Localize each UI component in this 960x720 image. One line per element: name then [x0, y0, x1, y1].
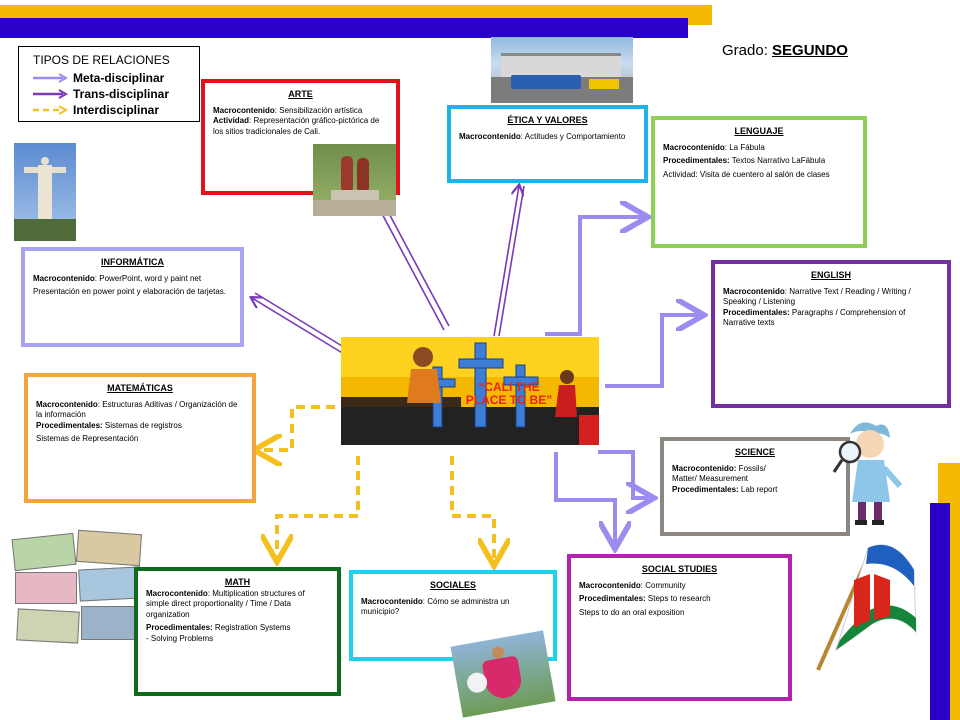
science-l2-val: Lab report — [738, 484, 778, 494]
matematicas-box: MATEMÁTICAS Macrocontenido: Estructuras … — [24, 373, 256, 503]
etica-title: ÉTICA Y VALORES — [507, 115, 588, 125]
legend-label-trans: Trans-disciplinar — [73, 87, 170, 101]
matematicas-l1-key: Macrocontenido — [36, 399, 98, 409]
social-studies-l2-val: Steps to research — [645, 594, 711, 603]
arte-l1-key: Macrocontenido — [213, 105, 275, 115]
grade-label: Grado: SEGUNDO — [722, 42, 848, 59]
arte-l1-val: : Sensibilización artística — [274, 105, 363, 115]
informatica-title: INFORMÁTICA — [101, 257, 164, 267]
social-studies-l3: Steps to do an oral exposition — [579, 607, 685, 617]
english-l1-key: Macrocontenido — [723, 286, 785, 296]
matematicas-l1-val: : Estructuras Aditivas / Organización de… — [36, 399, 238, 420]
science-l1-key: Macrocontenido: — [672, 463, 737, 473]
english-box: ENGLISH Macrocontenido: Narrative Text /… — [711, 260, 951, 408]
meta-line-icon — [33, 73, 69, 83]
trans-line-icon — [33, 89, 69, 99]
math-l1-val: : Multiplication structures of simple di… — [146, 588, 305, 619]
gatos-statues-photo — [313, 144, 396, 216]
inter-line-icon — [33, 105, 69, 115]
top-bar-blue — [0, 18, 688, 38]
math-title: MATH — [224, 577, 251, 587]
etica-box: ÉTICA Y VALORES Macrocontenido: Actitude… — [447, 105, 648, 183]
lenguaje-box: LENGUAJE Macrocontenido: La Fábula Proce… — [651, 116, 867, 248]
social-studies-box: SOCIAL STUDIES Macrocontenido: Community… — [567, 554, 792, 701]
matematicas-l3: Sistemas de Representación — [36, 434, 139, 443]
social-studies-l2-key: Procedimentales: — [579, 594, 646, 603]
science-title: SCIENCE — [734, 447, 775, 457]
relations-legend: TIPOS DE RELACIONES Meta-disciplinar Tra… — [18, 46, 200, 122]
informatica-l1-val: : PowerPoint, word y paint net — [94, 273, 202, 283]
etica-l1-key: Macrocontenido — [459, 131, 521, 141]
sociales-title: SOCIALES — [429, 580, 476, 590]
matematicas-title: MATEMÁTICAS — [107, 383, 173, 393]
banknotes-photo — [11, 528, 145, 654]
social-studies-l1-key: Macrocontenido — [579, 580, 641, 590]
math-l2-key: Procedimentales: — [146, 623, 213, 632]
cristo-rey-photo — [14, 143, 76, 241]
center-title: “CALI THE PLACE TO BE” — [465, 380, 553, 407]
science-l2-key: Procedimentales: — [672, 484, 739, 494]
matematicas-l2-key: Procedimentales: — [36, 420, 103, 430]
flag-icon — [816, 544, 917, 671]
side-bar-blue — [930, 503, 950, 720]
arte-l2-val: : Representación gráfico-pictórica de lo… — [213, 116, 380, 136]
arte-l2-key: Actividad — [213, 116, 250, 125]
lenguaje-l2-key: Procedimentales: — [663, 156, 730, 165]
legend-item-meta: Meta-disciplinar — [33, 71, 164, 85]
english-l2-key: Procedimentales: — [723, 307, 790, 317]
lenguaje-l1-key: Macrocontenido — [663, 142, 725, 152]
social-studies-title: SOCIAL STUDIES — [641, 564, 718, 574]
grade-key: Grado: — [722, 42, 768, 59]
science-l1-val: Fossils/ Matter/ Measurement — [672, 463, 766, 484]
informatica-l1-key: Macrocontenido — [33, 273, 95, 283]
english-l1-val: : Narrative Text / Reading / Writing / S… — [723, 286, 911, 307]
arte-title: ARTE — [288, 89, 313, 99]
matematicas-l2-val: Sistemas de registros — [102, 420, 182, 430]
math-box: MATH Macrocontenido: Multiplication stru… — [134, 567, 341, 696]
social-studies-l1-val: : Community — [640, 580, 686, 590]
informatica-l2: Presentación en power point y elaboració… — [33, 287, 227, 296]
center-image: “CALI THE PLACE TO BE” — [341, 337, 599, 445]
lenguaje-l1-val: : La Fábula — [724, 142, 765, 152]
grade-value: SEGUNDO — [772, 42, 848, 59]
crosses-icon — [407, 342, 577, 428]
bus-station-photo — [491, 37, 633, 103]
english-l2-val: Paragraphs / Comprehension of Narrative … — [723, 307, 906, 328]
science-box: SCIENCE Macrocontenido: Fossils/ Matter/… — [660, 437, 850, 536]
english-title: ENGLISH — [810, 270, 851, 280]
informatica-box: INFORMÁTICA Macrocontenido: PowerPoint, … — [21, 247, 244, 347]
lenguaje-title: LENGUAJE — [734, 126, 784, 136]
legend-item-trans: Trans-disciplinar — [33, 87, 169, 101]
legend-label-meta: Meta-disciplinar — [73, 71, 165, 85]
sociales-l1-val: : Cómo se administra un municipio? — [361, 596, 510, 617]
legend-item-inter: Interdisciplinar — [33, 103, 159, 117]
math-l2-val: Registration Systems — [212, 623, 291, 632]
math-l3: - Solving Problems — [146, 633, 214, 643]
legend-label-inter: Interdisciplinar — [73, 103, 160, 117]
legend-title: TIPOS DE RELACIONES — [33, 53, 170, 67]
lenguaje-l2-val: Textos Narrativo LaFábula — [729, 156, 826, 165]
sociales-l1-key: Macrocontenido — [361, 596, 423, 606]
etica-l1-val: : Actitudes y Comportamiento — [520, 131, 626, 141]
scientist-icon — [832, 422, 903, 525]
math-l1-key: Macrocontenido — [146, 588, 208, 598]
lenguaje-l3: Actividad: Visita de cuentero al salón d… — [663, 169, 830, 179]
